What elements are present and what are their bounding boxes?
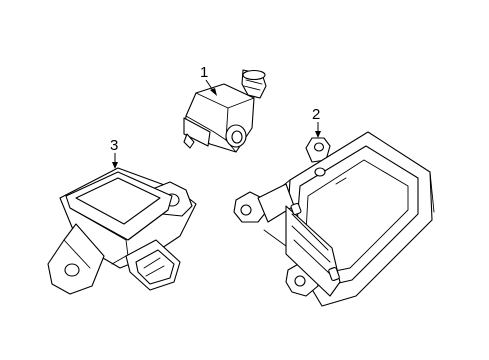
callout-3-label: 3 — [110, 137, 118, 154]
callout-1-label: 1 — [200, 64, 208, 81]
callout-2-label: 2 — [312, 106, 320, 123]
callout-2: 2 — [312, 106, 321, 138]
callout-1: 1 — [200, 64, 217, 96]
callout-3: 3 — [110, 137, 118, 169]
part-3-sensor — [47, 167, 197, 295]
part-1-sensor — [183, 69, 267, 153]
part-2-module — [233, 131, 435, 307]
